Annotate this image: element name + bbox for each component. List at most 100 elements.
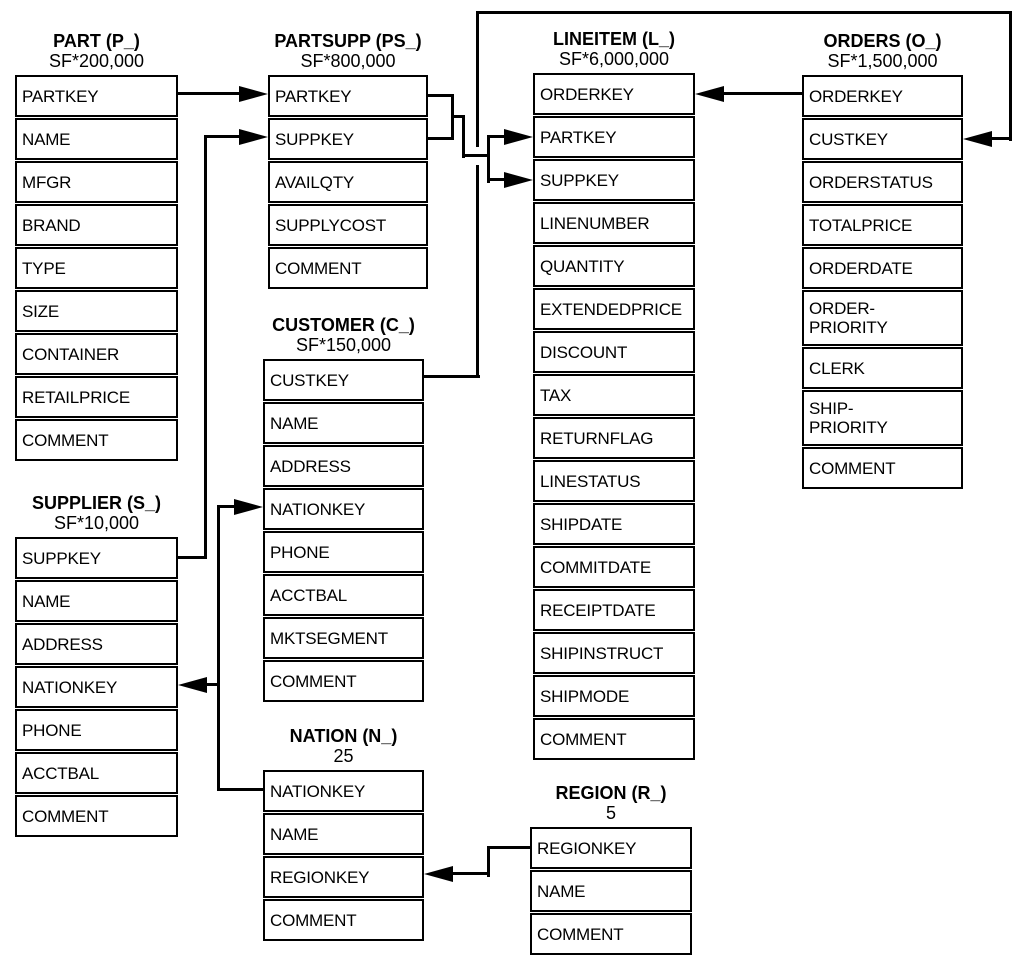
lineitem-col-tax: TAX [533, 374, 695, 416]
supplier-col-comment: COMMENT [15, 795, 178, 837]
fk-nation-nationkey-line [218, 788, 263, 791]
orders-col-custkey: CUSTKEY [802, 118, 963, 160]
orders-col-clerk: CLERK [802, 347, 963, 389]
lineitem-col-linenumber: LINENUMBER [533, 202, 695, 244]
customer-col-mktsegment: MKTSEGMENT [263, 617, 424, 659]
fk-partsupp-lineitem-suppkey-line [487, 178, 507, 181]
fk-nation-supplier-arrow-icon [178, 677, 207, 693]
orders-col-totalprice: TOTALPRICE [802, 204, 963, 246]
fk-customer-orders-top-line [476, 11, 1012, 14]
customer-table: CUSTOMER (C_) SF*150,000 CUSTKEY NAME AD… [263, 315, 424, 703]
fk-region-nation-step [487, 846, 490, 877]
region-table-title: REGION (R_) [555, 783, 667, 803]
fk-nation-nationkey-vertical [217, 505, 220, 791]
lineitem-col-shipdate: SHIPDATE [533, 503, 695, 545]
supplier-col-name: NAME [15, 580, 178, 622]
nation-col-regionkey: REGIONKEY [263, 856, 424, 898]
customer-table-title: CUSTOMER (C_) [272, 315, 415, 335]
partsupp-table-title: PARTSUPP (PS_) [274, 31, 422, 51]
partsupp-col-partkey: PARTKEY [268, 75, 428, 117]
fk-nation-customer-line [217, 505, 237, 508]
fk-partsupp-lineitem-step2 [462, 115, 465, 158]
part-col-type: TYPE [15, 247, 178, 289]
supplier-col-phone: PHONE [15, 709, 178, 751]
fk-region-nation-stub [487, 846, 530, 849]
lineitem-col-quantity: QUANTITY [533, 245, 695, 287]
region-col-regionkey: REGIONKEY [530, 827, 692, 869]
orders-col-orderpriority: ORDER- PRIORITY [802, 290, 963, 346]
lineitem-col-suppkey: SUPPKEY [533, 159, 695, 201]
customer-col-name: NAME [263, 402, 424, 444]
lineitem-col-linestatus: LINESTATUS [533, 460, 695, 502]
part-col-brand: BRAND [15, 204, 178, 246]
supplier-table: SUPPLIER (S_) SF*10,000 SUPPKEY NAME ADD… [15, 493, 178, 838]
nation-table-title: NATION (N_) [289, 726, 398, 746]
region-table-cardinality: 5 [605, 803, 616, 823]
fk-region-nation-line [452, 872, 490, 875]
customer-col-acctbal: ACCTBAL [263, 574, 424, 616]
fk-partsupp-lineitem-step3 [462, 154, 490, 157]
lineitem-col-discount: DISCOUNT [533, 331, 695, 373]
nation-table-cardinality: 25 [333, 746, 354, 766]
customer-table-cardinality: SF*150,000 [295, 335, 392, 355]
fk-partsupp-lineitem-split [487, 135, 490, 183]
fk-orders-lineitem-arrow-icon [695, 86, 724, 102]
part-col-partkey: PARTKEY [15, 75, 178, 117]
part-table: PART (P_) SF*200,000 PARTKEY NAME MFGR B… [15, 31, 178, 462]
part-table-title: PART (P_) [53, 31, 140, 51]
partsupp-col-suppkey: SUPPKEY [268, 118, 428, 160]
part-col-mfgr: MFGR [15, 161, 178, 203]
fk-customer-orders-vertical-lower [476, 165, 479, 378]
orders-col-comment: COMMENT [802, 447, 963, 489]
partsupp-table: PARTSUPP (PS_) SF*800,000 PARTKEY SUPPKE… [268, 31, 428, 290]
lineitem-col-comment: COMMENT [533, 718, 695, 760]
partsupp-col-comment: COMMENT [268, 247, 428, 289]
customer-col-custkey: CUSTKEY [263, 359, 424, 401]
fk-customer-orders-vertical-upper [476, 11, 479, 147]
nation-col-nationkey: NATIONKEY [263, 770, 424, 812]
part-col-container: CONTAINER [15, 333, 178, 375]
orders-table: ORDERS (O_) SF*1,500,000 ORDERKEY CUSTKE… [802, 31, 963, 490]
fk-partsupp-lineitem-suppkey-stub [428, 137, 454, 140]
lineitem-col-receiptdate: RECEIPTDATE [533, 589, 695, 631]
part-table-cardinality: SF*200,000 [48, 51, 145, 71]
region-table: REGION (R_) 5 REGIONKEY NAME COMMENT [530, 783, 692, 956]
lineitem-table-title: LINEITEM (L_) [553, 29, 675, 49]
fk-partsupp-lineitem-partkey-line [487, 135, 507, 138]
part-col-size: SIZE [15, 290, 178, 332]
customer-col-phone: PHONE [263, 531, 424, 573]
nation-col-comment: COMMENT [263, 899, 424, 941]
fk-customer-orders-line [989, 137, 1012, 140]
nation-col-name: NAME [263, 813, 424, 855]
fk-supplier-partsupp-stub [178, 556, 207, 559]
part-col-name: NAME [15, 118, 178, 160]
fk-partsupp-lineitem-partkey-arrow-icon [504, 129, 533, 145]
supplier-col-suppkey: SUPPKEY [15, 537, 178, 579]
lineitem-col-partkey: PARTKEY [533, 116, 695, 158]
orders-table-title: ORDERS (O_) [823, 31, 942, 51]
region-col-name: NAME [530, 870, 692, 912]
partsupp-col-availqty: AVAILQTY [268, 161, 428, 203]
lineitem-col-commitdate: COMMITDATE [533, 546, 695, 588]
lineitem-table-cardinality: SF*6,000,000 [558, 49, 670, 69]
fk-customer-orders-right-vertical [1009, 11, 1012, 141]
supplier-col-acctbal: ACCTBAL [15, 752, 178, 794]
fk-customer-orders-arrow-icon [963, 131, 992, 147]
fk-part-partsupp-arrow-icon [239, 86, 268, 102]
partsupp-col-supplycost: SUPPLYCOST [268, 204, 428, 246]
partsupp-table-cardinality: SF*800,000 [300, 51, 396, 71]
fk-nation-supplier-line [206, 683, 220, 686]
customer-col-nationkey: NATIONKEY [263, 488, 424, 530]
fk-orders-lineitem-line [722, 92, 802, 95]
customer-col-address: ADDRESS [263, 445, 424, 487]
customer-col-comment: COMMENT [263, 660, 424, 702]
fk-nation-customer-arrow-icon [234, 499, 263, 515]
supplier-col-nationkey: NATIONKEY [15, 666, 178, 708]
lineitem-col-orderkey: ORDERKEY [533, 73, 695, 115]
lineitem-col-returnflag: RETURNFLAG [533, 417, 695, 459]
fk-customer-orders-stub [424, 375, 480, 378]
orders-col-orderdate: ORDERDATE [802, 247, 963, 289]
lineitem-col-shipmode: SHIPMODE [533, 675, 695, 717]
fk-partsupp-lineitem-step1 [451, 115, 465, 118]
